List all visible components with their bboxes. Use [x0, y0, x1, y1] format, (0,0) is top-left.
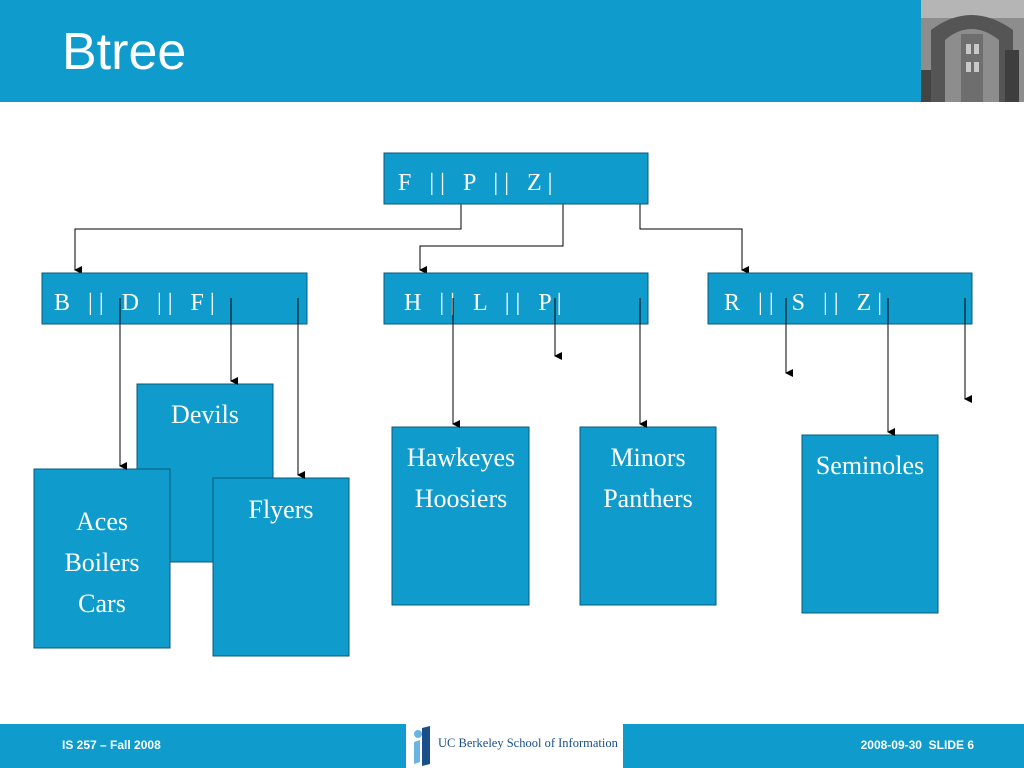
node-root: F | | P | | Z |: [383, 152, 649, 205]
building-photo: [921, 0, 1024, 102]
building-photo-image: [921, 0, 1024, 102]
leaf-minors-line-2: Panthers: [603, 484, 693, 513]
edge-root-to-right: [639, 195, 749, 274]
leaf-minors: Minors Panthers: [579, 426, 717, 606]
leaf-aces-line-3: Cars: [78, 589, 126, 618]
leaf-hawkeyes: Hawkeyes Hoosiers: [391, 426, 530, 606]
school-logo-text: UC Berkeley School of Information: [438, 736, 618, 750]
leaf-seminoles: Seminoles: [801, 434, 939, 614]
leaf-aces: Aces Boilers Cars: [33, 468, 171, 649]
info-i-icon: [414, 726, 430, 766]
leaf-aces-line-1: Aces: [76, 507, 128, 536]
leaf-minors-line-1: Minors: [610, 443, 685, 472]
node-middle-keys: H | | L | | P |: [404, 290, 562, 316]
leaf-flyers-line-1: Flyers: [249, 495, 314, 524]
leaf-seminoles-line-1: Seminoles: [816, 451, 924, 480]
edge-root-to-left: [74, 195, 462, 274]
date-slide-label: 2008-09-30 SLIDE 6: [860, 738, 974, 752]
node-right-keys: R | | S | | Z |: [724, 290, 882, 316]
edge-root-to-middle: [419, 195, 564, 274]
leaf-hawkeyes-line-2: Hoosiers: [415, 484, 507, 513]
slide-header: [0, 0, 1024, 102]
course-label: IS 257 – Fall 2008: [62, 738, 161, 752]
leaf-devils-line-1: Devils: [171, 400, 239, 429]
school-logo: [406, 724, 623, 768]
slide-title: Btree: [62, 23, 187, 81]
leaf-hawkeyes-line-1: Hawkeyes: [407, 443, 515, 472]
node-right: R | | S | | Z |: [707, 272, 973, 325]
node-left: B | | D | | F |: [41, 272, 308, 325]
leaf-aces-line-2: Boilers: [64, 548, 139, 577]
node-middle: H | | L | | P |: [383, 272, 649, 325]
node-root-keys: F | | P | | Z |: [398, 170, 553, 196]
node-left-keys: B | | D | | F |: [54, 290, 215, 316]
leaf-flyers: Flyers: [212, 477, 350, 657]
